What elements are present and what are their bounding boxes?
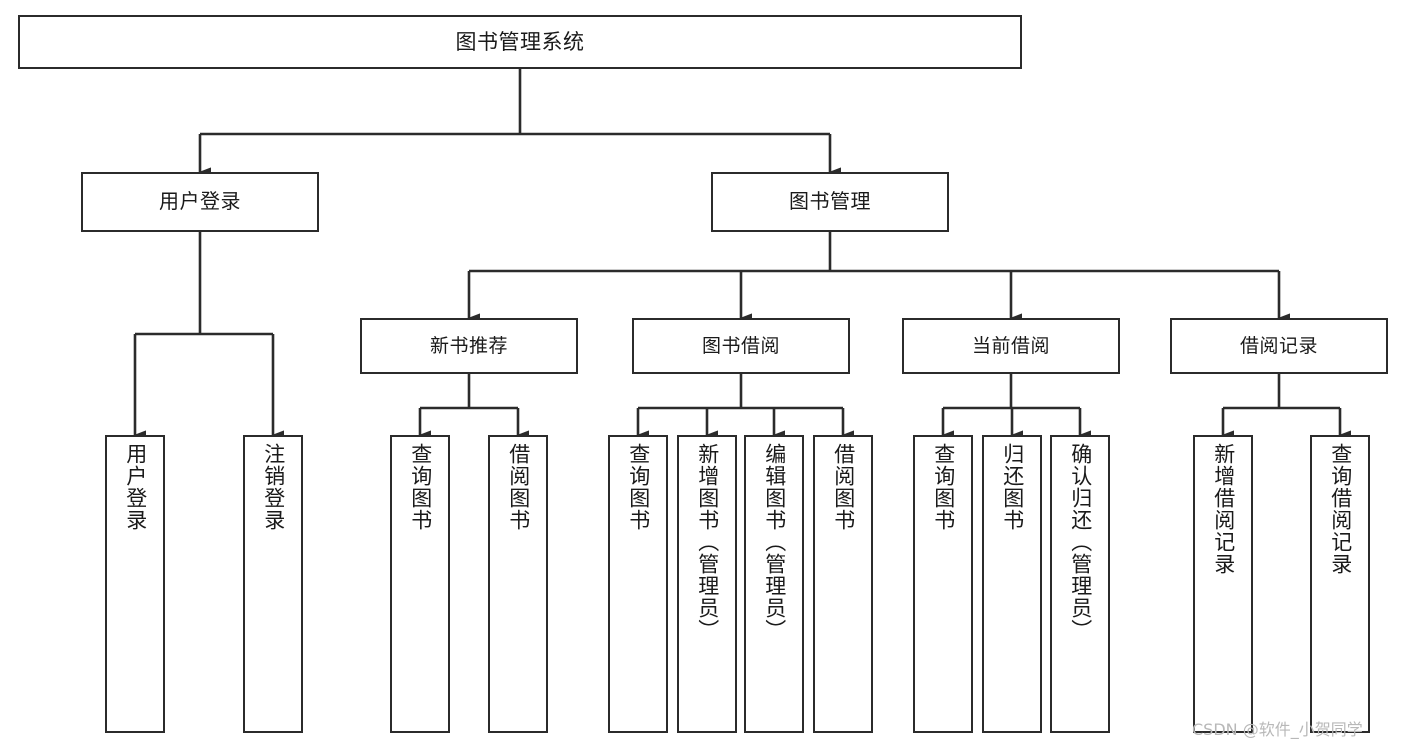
level2-node-book-borrow[interactable]: 图书借阅 <box>632 318 850 374</box>
level2-node-label: 图书借阅 <box>701 334 780 357</box>
leaf-node-label: 新增图书（管理员） <box>695 443 720 641</box>
level2-node-label: 新书推荐 <box>429 334 508 357</box>
leaf-node-leaf-borrow-book-1[interactable]: 借阅图书 <box>488 435 548 733</box>
tree-connectors <box>133 69 1351 440</box>
level1-node-label: 图书管理 <box>789 189 871 214</box>
level2-node-borrow-record[interactable]: 借阅记录 <box>1170 318 1388 374</box>
leaf-node-label: 编辑图书（管理员） <box>762 443 787 641</box>
leaf-node-leaf-return-book[interactable]: 归还图书 <box>982 435 1042 733</box>
leaf-node-label: 借阅图书 <box>506 443 531 531</box>
leaf-node-leaf-borrow-book-2[interactable]: 借阅图书 <box>813 435 873 733</box>
level1-node-label: 用户登录 <box>159 189 241 214</box>
leaf-node-leaf-query-record[interactable]: 查询借阅记录 <box>1310 435 1370 733</box>
level2-node-label: 借阅记录 <box>1239 334 1318 357</box>
level2-node-new-book-recommend[interactable]: 新书推荐 <box>360 318 578 374</box>
leaf-node-leaf-user-logout[interactable]: 注销登录 <box>243 435 303 733</box>
leaf-node-leaf-add-record[interactable]: 新增借阅记录 <box>1193 435 1253 733</box>
leaf-node-label: 注销登录 <box>261 443 286 531</box>
leaf-node-label: 查询图书 <box>626 443 651 531</box>
leaf-node-leaf-query-book-2[interactable]: 查询图书 <box>608 435 668 733</box>
leaf-node-leaf-query-book-3[interactable]: 查询图书 <box>913 435 973 733</box>
leaf-node-label: 用户登录 <box>123 443 148 531</box>
level1-node-book-manage[interactable]: 图书管理 <box>711 172 949 232</box>
leaf-node-leaf-confirm-return[interactable]: 确认归还（管理员） <box>1050 435 1110 733</box>
leaf-node-leaf-add-book[interactable]: 新增图书（管理员） <box>677 435 737 733</box>
root-node-label: 图书管理系统 <box>455 29 585 54</box>
root-node-book-management-system[interactable]: 图书管理系统 <box>18 15 1022 69</box>
leaf-node-leaf-query-book-1[interactable]: 查询图书 <box>390 435 450 733</box>
leaf-node-label: 归还图书 <box>1000 443 1025 531</box>
leaf-node-leaf-edit-book[interactable]: 编辑图书（管理员） <box>744 435 804 733</box>
level2-node-label: 当前借阅 <box>971 334 1050 357</box>
leaf-node-label: 查询图书 <box>931 443 956 531</box>
leaf-node-label: 查询图书 <box>408 443 433 531</box>
leaf-node-label: 借阅图书 <box>831 443 856 531</box>
leaf-node-leaf-user-login[interactable]: 用户登录 <box>105 435 165 733</box>
leaf-node-label: 确认归还（管理员） <box>1068 443 1093 641</box>
level1-node-user-login[interactable]: 用户登录 <box>81 172 319 232</box>
leaf-node-label: 查询借阅记录 <box>1328 443 1353 575</box>
leaf-node-label: 新增借阅记录 <box>1211 443 1236 575</box>
level2-node-current-borrow[interactable]: 当前借阅 <box>902 318 1120 374</box>
